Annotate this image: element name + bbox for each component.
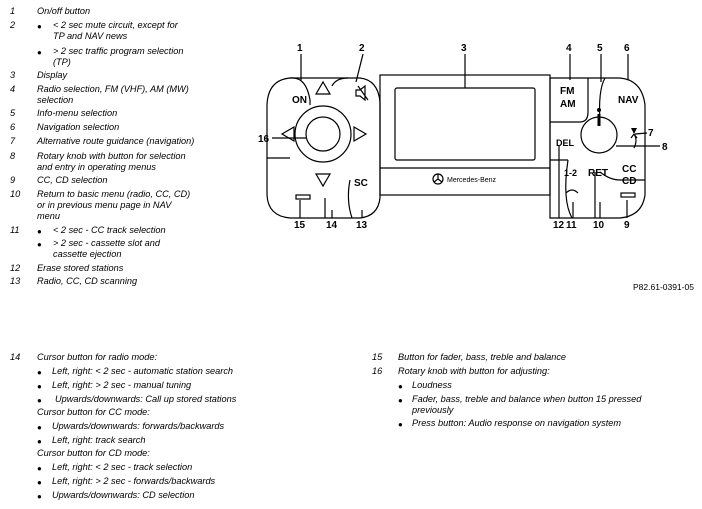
ret-button[interactable]: RET [588,168,608,179]
callout-15: 15 [294,220,306,231]
bullet-icon: ● [37,423,42,432]
callout-1: 1 [297,43,303,54]
alt-route-icon [630,133,638,149]
mute-speaker-icon [355,84,369,102]
fader-button-icon [295,194,311,200]
cc-button[interactable]: CC [622,164,636,175]
callout-14: 14 [326,220,338,231]
rotary-knob-left [305,116,341,152]
brand-label: Mercedes-Benz [447,177,497,184]
arrow-up-icon [314,80,332,95]
callout-6: 6 [624,43,630,54]
bullet-icon: ● [37,396,42,405]
track-arrow-icon [565,189,579,194]
callout-11: 11 [566,220,577,231]
cd-button[interactable]: CD [622,176,636,187]
callout-4: 4 [566,43,572,54]
arrow-right-icon [353,125,368,143]
right-control-pad [549,77,646,219]
bullet-icon: ● [37,464,42,473]
legend-top: 1 On/off button 2 ● < 2 sec mute circuit… [10,6,195,286]
part-number: P82.61-0391-05 [633,282,694,292]
bullet-icon: ● [37,368,42,377]
info-bar-icon [597,114,601,126]
callout-13: 13 [356,220,368,231]
arrow-down-icon [314,173,332,188]
bullet-icon: ● [37,492,42,501]
bullet-icon: ● [37,382,42,391]
bullet-icon: ● [37,22,42,31]
callout-7: 7 [648,128,654,139]
callout-3: 3 [461,43,467,54]
bullet-icon: ● [37,478,42,487]
am-button[interactable]: AM [560,99,576,110]
radio-faceplate-diagram: 1 2 3 4 5 6 7 8 9 10 11 12 13 14 15 16 O… [258,43,668,231]
nav-button[interactable]: NAV [618,95,639,106]
sc-button[interactable]: SC [354,178,368,189]
bullet-icon: ● [37,437,42,446]
cassette-icon [620,192,636,198]
bullet-icon: ● [37,48,42,57]
del-button[interactable]: DEL [556,138,575,148]
left-control-pad [266,77,381,219]
bullet-icon: ● [37,227,42,236]
callout-8: 8 [662,142,668,153]
bullet-icon: ● [398,396,403,405]
bullet-icon: ● [398,420,403,429]
callout-2: 2 [359,43,365,54]
callout-16: 16 [258,134,270,145]
on-button[interactable]: ON [292,95,307,106]
bullet-icon: ● [37,240,42,249]
bullet-icon: ● [398,382,403,391]
legend-bottom-left: 14 Cursor button for radio mode: ● Left,… [10,352,237,501]
callout-12: 12 [553,220,565,231]
cursor-ring [294,105,352,163]
callout-9: 9 [624,220,630,231]
track-1-2-button[interactable]: 1-2 [564,168,577,178]
callout-5: 5 [597,43,603,54]
fm-button[interactable]: FM [560,86,574,97]
callout-10: 10 [593,220,605,231]
